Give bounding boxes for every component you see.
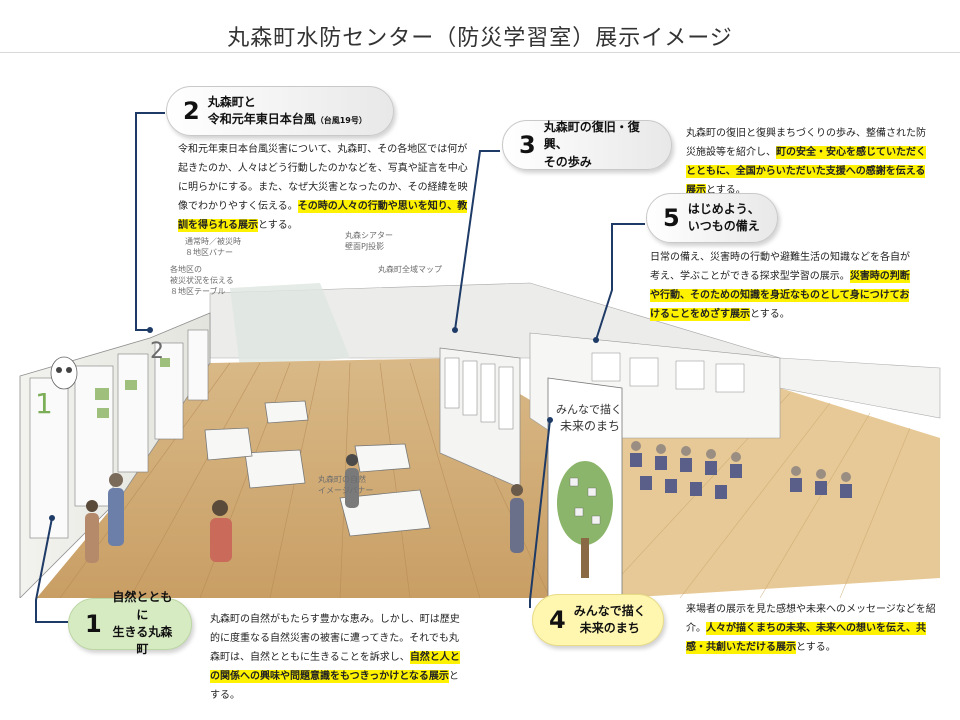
svg-text:未来のまち: 未来のまち — [560, 419, 620, 433]
callout-3-pill: 3 丸森町の復旧・復興、 その歩み — [502, 120, 672, 170]
title-divider — [0, 52, 960, 53]
callout-3-description: 丸森町の復旧と復興まちづくりの歩み、整備された防災施設等を紹介し、町の安全・安心… — [686, 128, 926, 197]
callout-5-title: はじめよう、 いつもの備え — [687, 201, 760, 233]
visitor-figures — [85, 454, 524, 563]
label-map: 丸森町全域マップ — [378, 265, 442, 274]
svg-text:1: 1 — [35, 387, 53, 420]
callout-5-description: 日常の備え、災害時の行動や避難生活の知識などを各自が考え、学ぶことができる探求型… — [650, 252, 910, 321]
callout-5-pill: 5 はじめよう、 いつもの備え — [646, 193, 778, 243]
label-district-table: 各地区の 被災状況を伝える ８地区テーブル — [170, 265, 234, 296]
label-theater: 丸森シアター 壁面PJ投影 — [345, 231, 393, 251]
callout-4-description: 来場者の展示を見た感想や未来へのメッセージなどを紹介。人々が描くまちの未来、未来… — [686, 604, 936, 654]
callout-1-title: 自然とともに 生きる丸森町 — [112, 590, 173, 657]
callout-3-title: 丸森町の復旧・復興、 その歩み — [543, 119, 640, 169]
right-floor — [560, 388, 940, 598]
callout-1-number: 1 — [85, 610, 102, 638]
callout-2-title: 丸森町と 令和元年東日本台風（台風19号） — [207, 94, 367, 126]
callout-1-description: 丸森町の自然がもたらす豊かな恵み。しかし、町は歴史的に度重なる自然災害の被害に遭… — [210, 614, 460, 701]
callout-1-pill: 1 自然とともに 生きる丸森町 — [68, 590, 192, 656]
label-banner: 通常時／被災時 ８地区バナー — [185, 237, 241, 257]
svg-text:みんなで描く: みんなで描く — [556, 402, 622, 416]
callout-2-description: 令和元年東日本台風災害について、丸森町、その各地区では何が起きたのか、人々はどう… — [178, 144, 468, 232]
callout-2-number: 2 — [183, 97, 200, 125]
label-nature-banner: 丸森町の自然 イメージバナー — [318, 475, 374, 495]
callout-4-number: 4 — [549, 606, 566, 634]
audience-people — [631, 441, 851, 482]
svg-text:2: 2 — [150, 339, 164, 364]
callout-4-pill: 4 みんなで描く 未来のまち — [532, 594, 664, 646]
theater-area — [230, 283, 350, 368]
right-side-wall — [779, 357, 941, 419]
callout-5-number: 5 — [663, 204, 680, 232]
audience-chairs — [630, 453, 852, 499]
exhibit-tables — [204, 400, 431, 537]
page-title: 丸森町水防センター（防災学習室）展示イメージ — [227, 26, 733, 51]
callout-4-title: みんなで描く 未来のまち — [573, 603, 646, 635]
callout-3-number: 3 — [519, 131, 536, 159]
callout-2-pill: 2 丸森町と 令和元年東日本台風（台風19号） — [166, 86, 394, 136]
owl-figure — [50, 356, 78, 390]
